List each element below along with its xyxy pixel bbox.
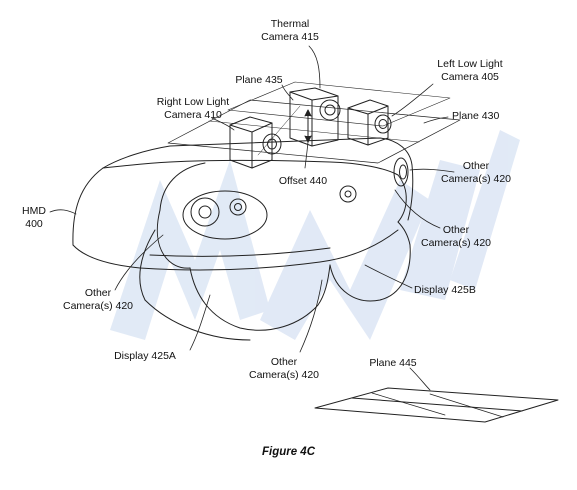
label-hmd: HMD 400 <box>16 205 52 230</box>
label-display-425b: Display 425B <box>414 284 476 296</box>
left-low-light-camera <box>347 99 392 146</box>
label-right-low-light: Right Low Light Camera 410 <box>148 96 238 121</box>
label-plane-435: Plane 435 <box>235 74 283 86</box>
label-right-low-light-line1: Right Low Light <box>156 96 230 108</box>
label-other-cam-right-mid: Other Camera(s) 420 <box>416 224 496 249</box>
label-display-425a: Display 425A <box>114 350 176 362</box>
center-camera <box>339 185 357 203</box>
label-other-cam-right-top-line1: Other <box>462 160 490 172</box>
label-plane-430: Plane 430 <box>452 110 500 122</box>
front-camera-cluster <box>182 190 268 240</box>
right-low-light-camera <box>229 116 282 169</box>
figure-caption: Figure 4C <box>261 446 316 458</box>
thermal-camera <box>289 87 341 147</box>
label-other-cam-left-line2: Camera(s) 420 <box>62 299 134 312</box>
leader-lines <box>49 45 455 391</box>
plane-445-grid <box>314 387 559 423</box>
plane-430-surface <box>227 81 451 127</box>
label-thermal-camera: Thermal Camera 415 <box>252 18 328 43</box>
label-offset-440: Offset 440 <box>278 175 328 187</box>
label-other-cam-right-top-line2: Camera(s) 420 <box>440 172 512 185</box>
display-425a-outline <box>189 264 331 331</box>
label-other-cam-right-mid-line1: Other <box>442 224 470 236</box>
label-left-low-light-line1: Left Low Light <box>437 58 503 70</box>
label-thermal-camera-line1: Thermal <box>270 18 310 30</box>
label-other-cam-bottom-line1: Other <box>270 356 298 368</box>
label-other-cam-left: Other Camera(s) 420 <box>58 287 138 312</box>
label-left-low-light-line2: Camera 405 <box>441 70 499 83</box>
label-right-low-light-line2: Camera 410 <box>164 108 222 121</box>
label-left-low-light: Left Low Light Camera 405 <box>420 58 520 83</box>
right-side-camera <box>393 157 409 187</box>
display-425b-outline <box>329 221 411 302</box>
label-other-cam-bottom: Other Camera(s) 420 <box>244 356 324 381</box>
label-hmd-line1: HMD <box>22 205 46 217</box>
label-other-cam-bottom-line2: Camera(s) 420 <box>248 368 320 381</box>
hmd-housing <box>72 137 414 341</box>
label-other-cam-left-line1: Other <box>84 287 112 299</box>
label-plane-445: Plane 445 <box>369 357 417 369</box>
label-other-cam-right-mid-line2: Camera(s) 420 <box>420 236 492 249</box>
label-other-cam-right-top: Other Camera(s) 420 <box>436 160 516 185</box>
label-thermal-camera-line2: Camera 415 <box>261 30 319 43</box>
label-hmd-line2: 400 <box>25 217 43 230</box>
offset-440-arrow <box>304 109 312 143</box>
